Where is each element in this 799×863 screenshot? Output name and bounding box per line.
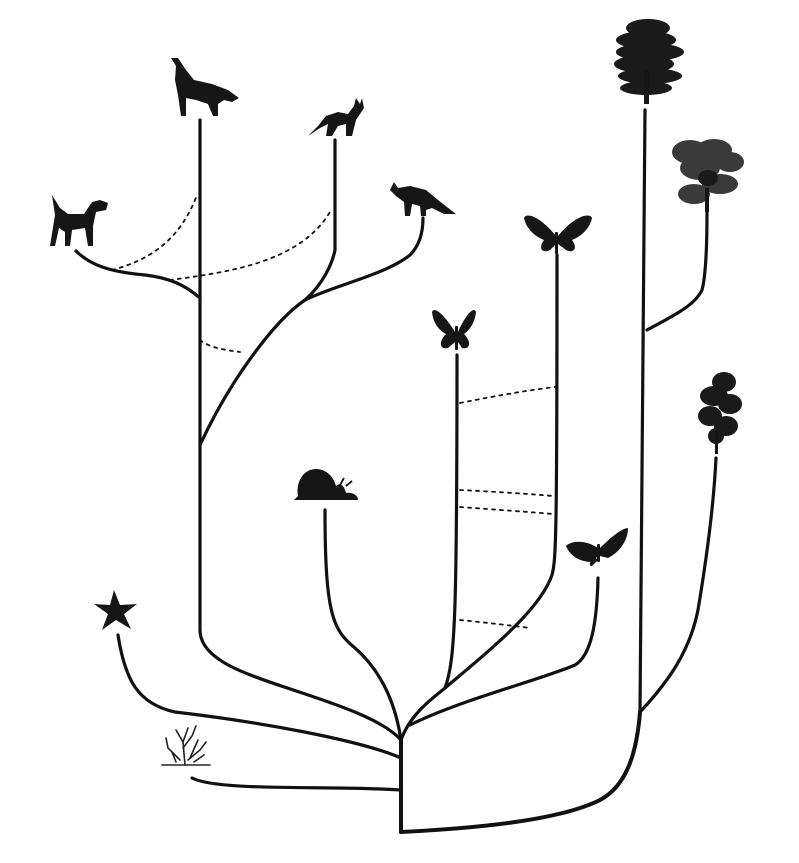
wolf-icon	[171, 58, 239, 116]
branch-coral	[190, 776, 403, 792]
butterfly-small-icon	[432, 310, 476, 350]
branch-butterfly-small	[443, 353, 459, 690]
branch-shrub	[638, 456, 718, 714]
oak-tree-icon	[672, 139, 744, 212]
branch-canid-split	[198, 298, 307, 447]
branch-fox	[303, 216, 425, 302]
branch-dog	[74, 249, 202, 300]
dog-icon	[50, 195, 108, 246]
branch-starfish	[116, 633, 403, 760]
snail-icon	[294, 468, 358, 500]
coral-icon	[161, 725, 211, 766]
link-dog-wolf	[111, 194, 198, 271]
branch-tree	[638, 108, 647, 714]
starfish-icon	[94, 590, 137, 630]
butterfly-icon	[524, 215, 592, 254]
branch-arthropods	[399, 686, 447, 742]
link-butterflies-3	[459, 506, 554, 515]
fox-icon	[390, 182, 456, 216]
branch-moth	[408, 576, 600, 727]
branch-snail	[323, 508, 403, 742]
link-wolf-canid	[199, 339, 241, 353]
link-dog-jackal	[169, 211, 331, 281]
link-butterflies-1	[459, 386, 556, 404]
link-butterflies-2	[459, 489, 554, 497]
branch-vertebrates	[198, 628, 403, 742]
branch-plants	[399, 710, 642, 834]
branch-butterfly-large	[443, 253, 559, 690]
moth-icon	[566, 528, 628, 566]
branch-jackal	[303, 138, 337, 302]
tree-icon	[614, 19, 684, 104]
jackal-icon	[308, 98, 364, 136]
tree-branches	[74, 108, 718, 834]
shrub-icon	[698, 372, 742, 454]
branch-oak-tree	[645, 210, 709, 332]
link-butterflies-4	[459, 619, 531, 629]
cross-links	[111, 194, 556, 629]
